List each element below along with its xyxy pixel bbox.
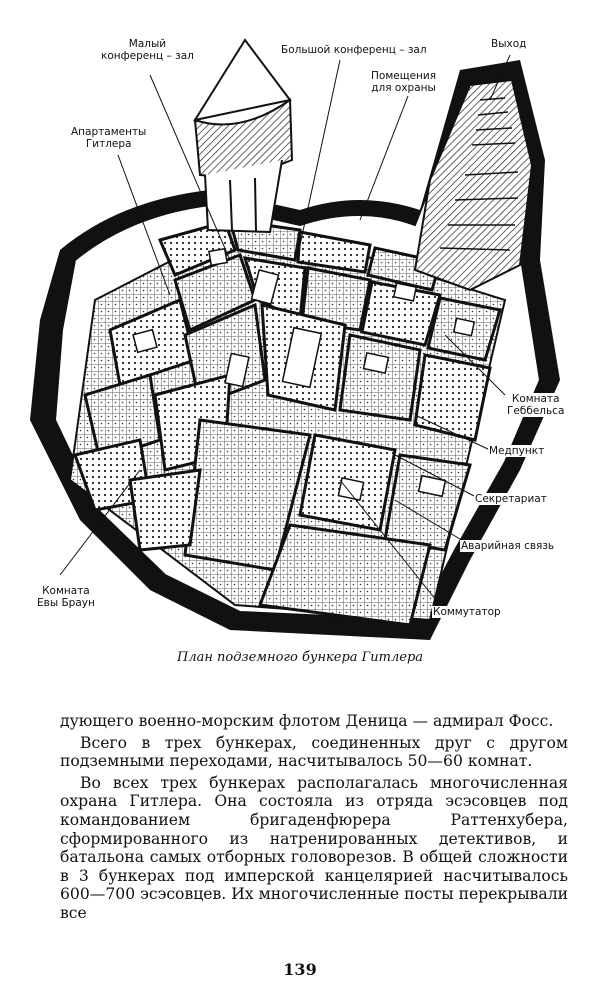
figure-caption: План подземного бункера Гитлера <box>176 650 424 665</box>
label-exit: Выход <box>490 38 528 50</box>
label-eva-braun-room: Комната Евы Браун <box>36 585 96 609</box>
label-big-conference-hall: Большой конференц – зал <box>280 44 428 56</box>
page-number: 139 <box>283 960 317 979</box>
label-guard-rooms: Помещения для охраны <box>370 70 438 94</box>
label-medical-post: Медпункт <box>488 445 546 457</box>
label-leader-lines <box>59 54 511 606</box>
body-text: дующего военно-морским флотом Деница — а… <box>60 712 568 923</box>
label-secretariat: Секретариат <box>474 493 548 505</box>
bunker-plan-illustration <box>30 38 560 640</box>
ventilation-tower <box>192 38 294 234</box>
furniture-sketch <box>132 247 476 501</box>
paragraph-continuation: дующего военно-морским флотом Деница — а… <box>60 712 554 730</box>
label-hitler-apartments: Апартаменты Гитлера <box>70 126 148 150</box>
label-goebbels-room: Комната Геббельса <box>506 393 566 417</box>
room-walls <box>73 218 502 627</box>
label-switchboard: Коммутатор <box>432 606 502 618</box>
exit-staircase <box>413 78 534 292</box>
label-small-conference-hall: Малый конференц – зал <box>100 38 195 62</box>
paragraph: Всего в трех бункерах, соединенных друг … <box>60 733 568 771</box>
paragraph: Во всех трех бункерах располагалась мног… <box>60 773 568 922</box>
label-emergency-comms: Аварийная связь <box>460 540 556 552</box>
